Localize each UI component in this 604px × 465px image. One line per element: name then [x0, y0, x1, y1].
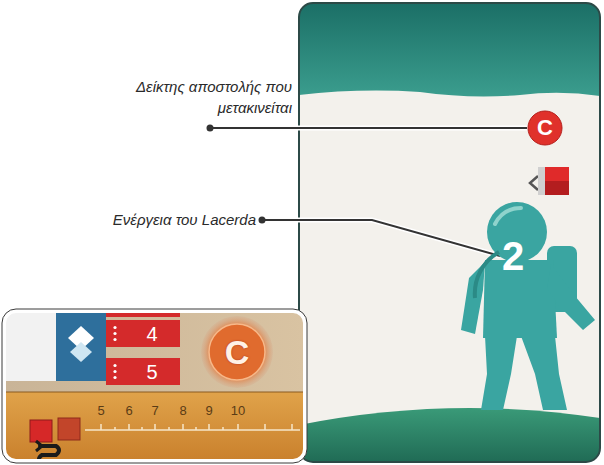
node-text-holder: C	[527, 110, 563, 146]
ruler-tick	[291, 424, 293, 430]
move-arrow	[39, 446, 59, 461]
red-cube	[58, 418, 80, 440]
marker-disc	[528, 111, 562, 145]
ruler-tick	[208, 424, 210, 430]
node-label: C	[225, 335, 250, 369]
badge-dot	[113, 376, 116, 379]
card-ground	[299, 408, 600, 462]
track-number: 9	[201, 403, 217, 419]
lacerda-energy: 2	[455, 198, 600, 413]
mission-space: C	[201, 316, 273, 388]
callout-text: Ενέργεια του Lacerda	[90, 210, 256, 230]
leader-line	[262, 220, 500, 256]
leader-halo	[210, 126, 527, 131]
badge-fill	[106, 358, 180, 385]
card-art	[299, 3, 600, 462]
ruler-tick	[141, 427, 143, 430]
red-value-box: 5	[106, 358, 180, 385]
board-panel	[4, 311, 56, 381]
astronaut-arm	[547, 264, 595, 330]
track-band	[4, 392, 305, 461]
leader-line	[210, 127, 527, 129]
mineral-icon	[70, 342, 92, 362]
ruler-tick	[195, 427, 197, 430]
inset-art	[4, 311, 305, 461]
leader-dot	[207, 125, 214, 132]
callout-text: Δείκτης αποστολής που μετακινείται	[96, 76, 292, 118]
badge-dot	[113, 338, 116, 341]
helmet-visor	[495, 208, 521, 224]
cube-bottom	[545, 181, 569, 195]
space-glow	[201, 316, 273, 388]
badge-dot	[113, 370, 116, 373]
track-edge	[4, 392, 305, 393]
badge-dot	[113, 364, 116, 367]
card-paper	[299, 3, 600, 462]
node-label: 4	[146, 324, 157, 344]
ruler-tick	[114, 427, 116, 430]
ruler-ticks	[101, 424, 292, 430]
inset-outline	[2, 309, 307, 463]
card-sky	[299, 3, 600, 96]
node-shape	[106, 358, 180, 385]
ruler-line	[85, 429, 300, 431]
track-number: 7	[147, 403, 163, 419]
board-floor	[4, 311, 305, 461]
node-text-holder: C	[201, 316, 273, 388]
badge-dot	[113, 332, 116, 335]
space-disc	[209, 324, 265, 380]
node-text-holder: 4	[106, 320, 180, 347]
leader-dot	[259, 217, 266, 224]
track-number: 6	[121, 403, 137, 419]
node-label: 5	[146, 362, 157, 382]
inset-frame	[4, 311, 305, 461]
cube-top	[545, 167, 569, 181]
astronaut-figure	[461, 202, 595, 410]
badge-dot	[113, 326, 116, 329]
track-number: 5	[93, 403, 109, 419]
node-text-holder: 2	[455, 198, 600, 413]
ruler-tick	[264, 424, 266, 430]
red-cube	[30, 420, 52, 442]
track-number: 8	[175, 403, 191, 419]
cube-icon	[530, 167, 569, 195]
astronaut-leg	[481, 336, 517, 410]
ruler-tick	[100, 424, 102, 430]
ruler-tick	[168, 427, 170, 430]
mineral-panel	[56, 311, 106, 381]
badge-fill	[106, 320, 180, 347]
node-shape	[106, 320, 180, 347]
node-label: C	[537, 117, 553, 139]
card-border	[299, 3, 600, 462]
node-text-holder: 5	[106, 358, 180, 385]
node-shape	[455, 198, 600, 413]
move-arrow-head	[36, 441, 42, 451]
ruler-tick	[237, 424, 239, 430]
astronaut-leg	[521, 336, 567, 410]
track-number: 10	[226, 403, 250, 419]
leader-halo	[262, 220, 500, 256]
energy-ring	[475, 252, 499, 298]
ruler-tick	[128, 424, 130, 430]
ruler-tick	[154, 424, 156, 430]
ruler-tick	[222, 427, 224, 430]
less-than-sign	[530, 176, 538, 190]
red-value-box: 4	[106, 320, 180, 347]
mission-marker: C	[527, 110, 563, 146]
ruler-tick	[182, 424, 184, 430]
node-label: 2	[502, 236, 524, 276]
leader-lines	[207, 125, 528, 257]
